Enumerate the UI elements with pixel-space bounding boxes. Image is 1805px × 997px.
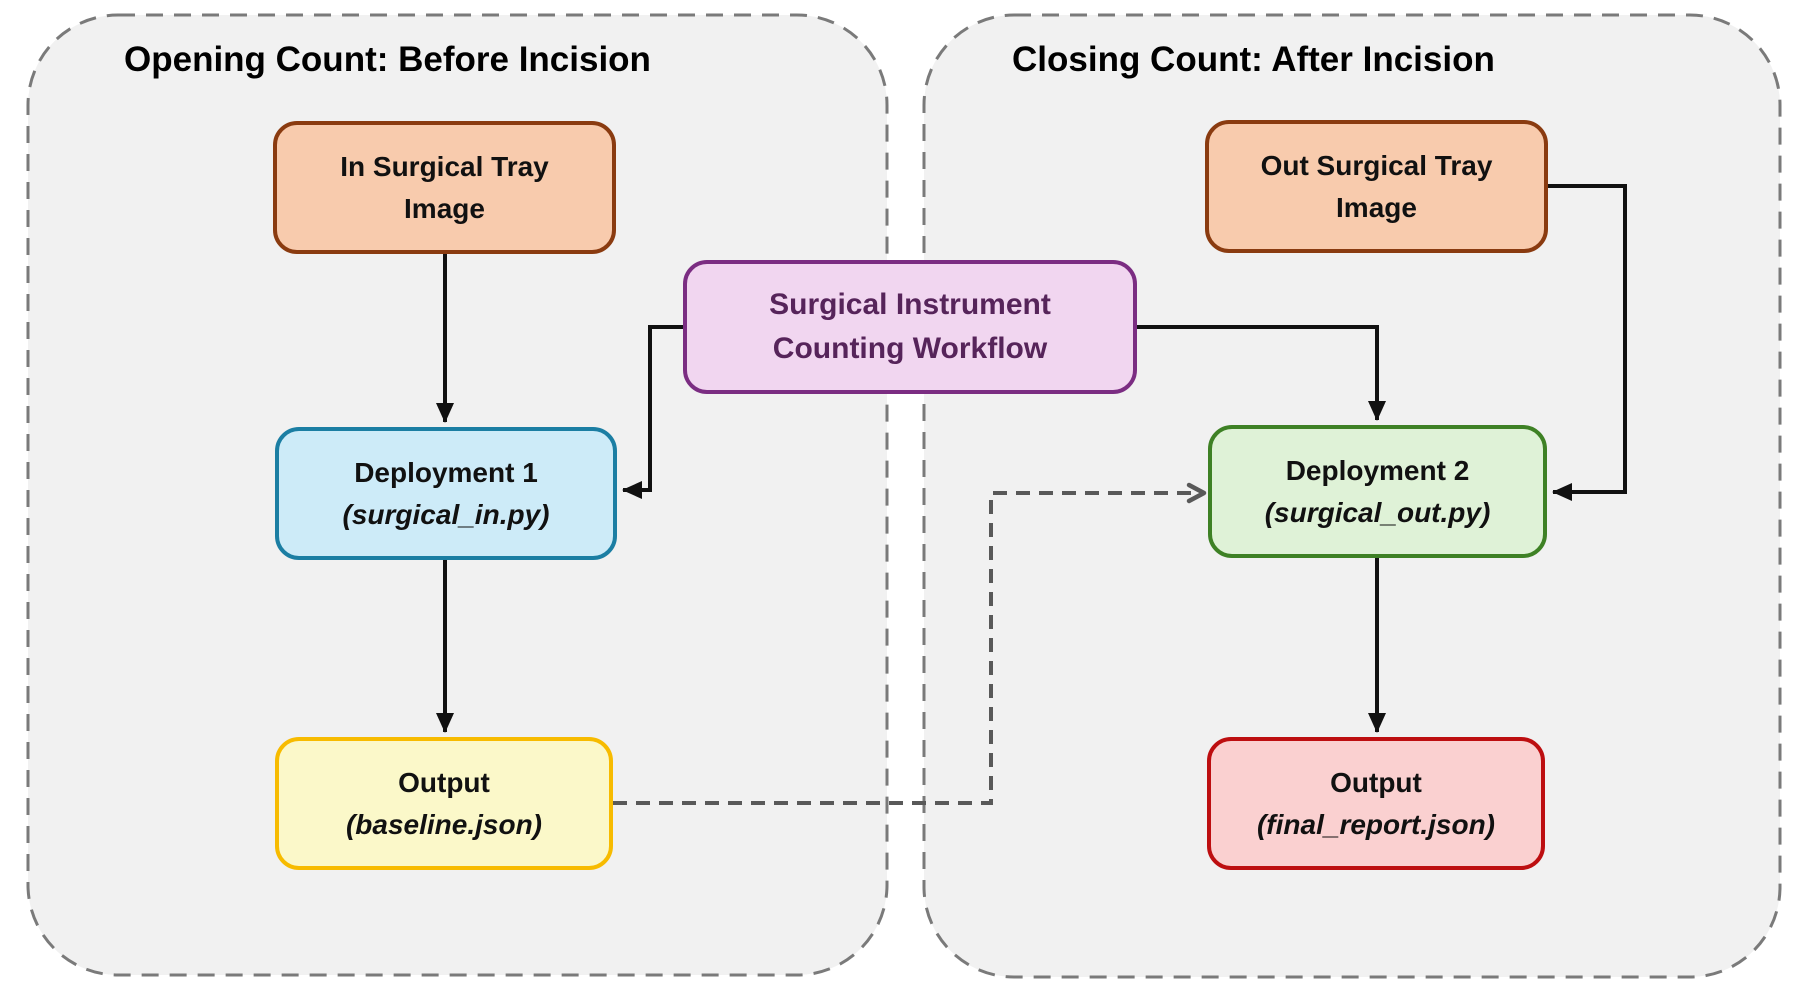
node-sublabel: (surgical_out.py) <box>1264 496 1491 528</box>
container-title-closing: Closing Count: After Incision <box>1012 40 1495 79</box>
edge-workflow-to-deployment2 <box>1137 325 1386 421</box>
node-sublabel: (baseline.json) <box>345 808 543 840</box>
node-sublabel: Counting Workflow <box>772 332 1048 365</box>
node-in-surgical-tray-image: In Surgical Tray Image <box>273 121 616 254</box>
node-sublabel: Image <box>404 192 485 224</box>
node-sublabel: (final_report.json) <box>1256 808 1495 840</box>
container-title-opening: Opening Count: Before Incision <box>124 40 651 79</box>
node-label: In Surgical Tray <box>340 150 549 182</box>
node-label: Deployment 2 <box>1285 454 1470 486</box>
node-label: Out Surgical Tray <box>1260 149 1493 181</box>
node-deployment-1: Deployment 1 (surgical_in.py) <box>275 427 617 560</box>
node-label: Deployment 1 <box>354 456 538 488</box>
node-surgical-instrument-counting-workflow: Surgical Instrument Counting Workflow <box>683 260 1137 394</box>
edge-out-tray-to-deployment2 <box>1548 184 1627 501</box>
node-out-surgical-tray-image: Out Surgical Tray Image <box>1205 120 1548 253</box>
edge-output-baseline-to-deployment2 <box>613 482 1207 805</box>
node-sublabel: (surgical_in.py) <box>342 498 550 530</box>
edge-workflow-to-deployment1 <box>622 325 683 499</box>
node-label: Output <box>398 766 490 798</box>
node-output-baseline-json: Output (baseline.json) <box>275 737 613 870</box>
node-output-final-report-json: Output (final_report.json) <box>1207 737 1545 870</box>
node-label: Output <box>1330 766 1422 798</box>
node-label: Surgical Instrument <box>769 288 1051 321</box>
node-sublabel: Image <box>1336 191 1417 223</box>
node-deployment-2: Deployment 2 (surgical_out.py) <box>1208 425 1547 558</box>
